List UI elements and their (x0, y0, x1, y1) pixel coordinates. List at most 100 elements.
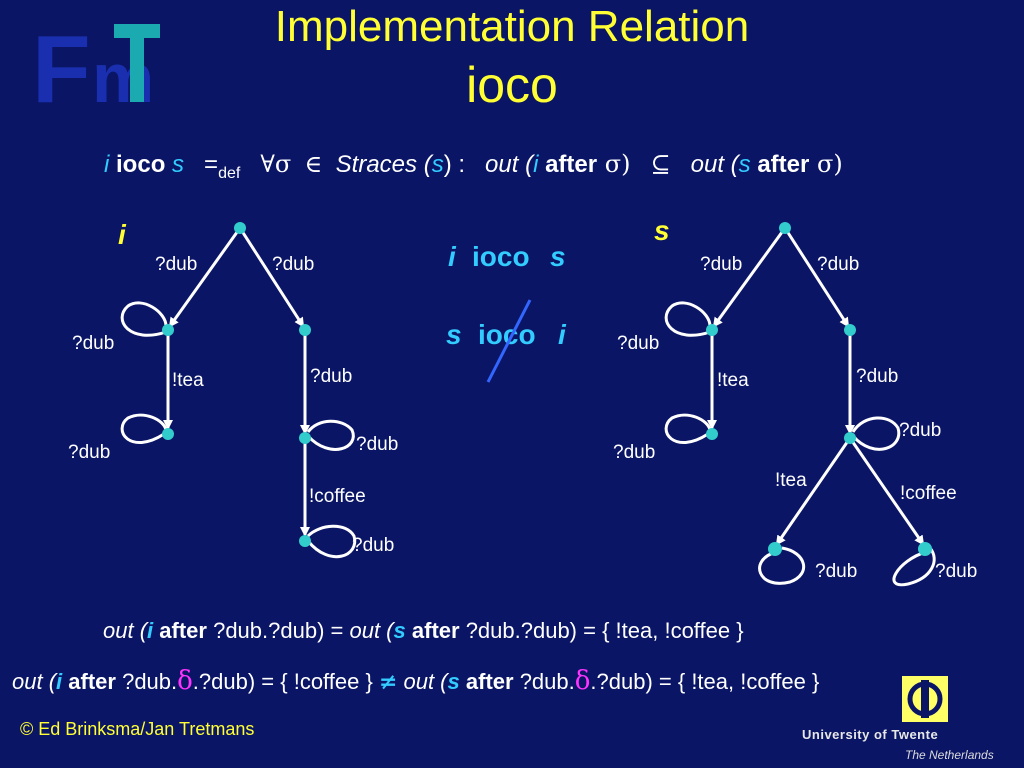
center-1-a: i (448, 241, 457, 272)
center-2-a: s (446, 319, 462, 350)
edge-s-tea2 (775, 437, 852, 546)
university-logo (902, 676, 948, 722)
formula-s2: s (431, 151, 444, 178)
loop-i-4 (306, 524, 357, 559)
ioco-definition: i ioco s =def ∀σ ∈ Straces (s) : out (i … (104, 150, 843, 183)
loop-s-2 (664, 413, 712, 445)
node-i-root (234, 222, 246, 234)
label-i-loop-l1: ?dub (72, 333, 114, 354)
node-s-6 (918, 542, 932, 556)
node-s-4 (844, 432, 856, 444)
formula-i2: i (533, 151, 539, 178)
equation-2: out (i after ?dub.δ.?dub) = { !coffee } … (12, 666, 819, 696)
tree-i-name: i (118, 219, 127, 250)
formula-sigma1: σ) (597, 150, 631, 178)
label-s-loop-l1: ?dub (617, 333, 659, 354)
tree-s-name: s (654, 215, 670, 246)
node-i-1 (162, 324, 174, 336)
formula-eq: = (204, 151, 219, 178)
formula-out2: out ( (690, 151, 739, 178)
formula-in: ∈ (304, 150, 323, 178)
node-s-1 (706, 324, 718, 336)
label-s-loop-r1: ?dub (899, 420, 941, 441)
node-s-root (779, 222, 791, 234)
logo-bar (114, 24, 160, 38)
copyright: © Ed Brinksma/Jan Tretmans (20, 719, 255, 739)
label-i-dub-r: ?dub (272, 254, 314, 275)
page-title: Implementation Relation (274, 2, 750, 51)
label-i-dub-l: ?dub (155, 254, 197, 275)
node-s-2 (844, 324, 856, 336)
eq1-rest1: ?dub.?dub) = (206, 618, 350, 643)
eq2-delta2: δ (574, 666, 591, 696)
label-s-dub-r2: ?dub (856, 366, 898, 387)
formula-def: def (218, 164, 241, 182)
equation-1: out (i after ?dub.?dub) = out (s after ?… (103, 618, 744, 644)
page-subtitle: ioco (466, 57, 558, 113)
edge-i-root-right (238, 227, 305, 328)
node-i-3 (162, 428, 174, 440)
formula-i: i (104, 151, 110, 178)
loop-s-4 (758, 546, 806, 585)
label-i-coffee: !coffee (309, 486, 366, 507)
label-s-dub-l: ?dub (700, 254, 742, 275)
center-2-b: i (558, 319, 567, 350)
eq2-i: i (56, 669, 63, 694)
university-country: The Netherlands (905, 748, 994, 762)
formula-forall: ∀σ (260, 150, 292, 178)
formula-subseteq: ⊆ (650, 150, 671, 178)
formula-close: ) : (443, 151, 466, 178)
eq1-out2: out ( (349, 618, 394, 643)
edge-i-root-left (168, 227, 242, 328)
label-s-loop-l2: ?dub (613, 442, 655, 463)
formula-s3: s (738, 151, 751, 178)
formula-sigma2: σ) (809, 150, 843, 178)
loop-s-3 (851, 416, 901, 451)
eq2-neq: ≠ (378, 669, 398, 695)
university-name: University of Twente (802, 727, 939, 742)
formula-after1: after (545, 151, 598, 178)
eq1-rest2: ?dub.?dub) = { !tea, !coffee } (459, 618, 744, 643)
eq2-pre1: ?dub. (115, 669, 178, 694)
eq2-out2: out ( (397, 669, 448, 694)
label-i-loop-r1: ?dub (356, 434, 398, 455)
eq2-pre2: ?dub. (513, 669, 575, 694)
formula-ioco: ioco (116, 151, 166, 178)
eq2-after1: after (68, 669, 116, 694)
label-i-dub-r2: ?dub (310, 366, 352, 387)
eq2-s: s (447, 669, 460, 694)
logo-letter-f: F (32, 18, 91, 108)
edge-s-root-left (712, 227, 787, 328)
formula-after2: after (757, 151, 810, 178)
edge-s-coffee (848, 437, 925, 546)
eq2-post2: .?dub) = { !tea, !coffee } (590, 669, 820, 694)
label-s-tea: !tea (775, 470, 807, 491)
strike-through (486, 299, 532, 383)
eq1-out1: out ( (103, 618, 148, 643)
formula-s: s (172, 151, 185, 178)
logo-stem (130, 36, 144, 102)
node-i-2 (299, 324, 311, 336)
eq2-after2: after (465, 669, 514, 694)
eq2-delta1: δ (177, 666, 193, 696)
formula-straces: Straces ( (335, 151, 432, 178)
eq2-out1: out ( (12, 669, 57, 694)
center-1-ioco: ioco (472, 241, 530, 272)
eq2-post1: .?dub) = { !coffee } (192, 669, 379, 694)
loop-s-1 (664, 301, 712, 337)
node-s-5 (768, 542, 782, 556)
label-s-loop-bl: ?dub (815, 561, 857, 582)
label-s-coffee: !coffee (900, 483, 957, 504)
label-i-loop-l2: ?dub (68, 442, 110, 463)
center-1-b: s (550, 241, 566, 272)
node-i-5 (299, 535, 311, 547)
eq1-after2: after (411, 618, 460, 643)
label-s-loop-br: ?dub (935, 561, 977, 582)
label-i-loop-r2: ?dub (352, 535, 394, 556)
label-i-tea: !tea (172, 370, 204, 391)
edge-s-root-right (783, 227, 850, 328)
loop-i-1 (120, 301, 168, 337)
node-i-4 (299, 432, 311, 444)
node-s-3 (706, 428, 718, 440)
label-s-dub-r: ?dub (817, 254, 859, 275)
